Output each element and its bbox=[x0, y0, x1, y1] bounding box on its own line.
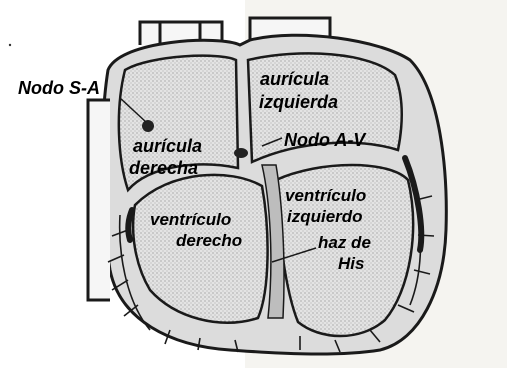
right-ventricle-label-2: derecho bbox=[176, 232, 242, 249]
bundle-his-label-1: haz de bbox=[318, 234, 371, 251]
av-node bbox=[234, 148, 248, 158]
left-atrium-label-2: izquierda bbox=[259, 93, 338, 111]
right-ventricle-label-1: ventrículo bbox=[150, 211, 231, 228]
right-atrium-label-1: aurícula bbox=[133, 137, 202, 155]
left-ventricle-label-2: izquierdo bbox=[287, 208, 363, 225]
left-ventricle-label-1: ventrículo bbox=[285, 187, 366, 204]
left-atrium-label-1: aurícula bbox=[260, 70, 329, 88]
sa-node bbox=[142, 120, 154, 132]
av-node-label: Nodo A-V bbox=[284, 131, 365, 149]
bundle-his-label-2: His bbox=[338, 255, 364, 272]
right-atrium-label-2: derecha bbox=[129, 159, 198, 177]
sa-node-label: Nodo S-A bbox=[18, 79, 100, 97]
